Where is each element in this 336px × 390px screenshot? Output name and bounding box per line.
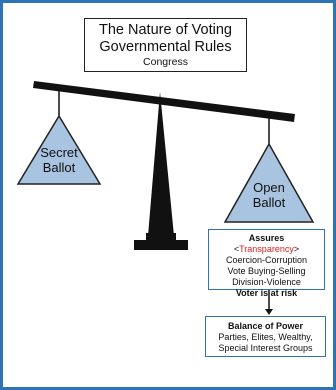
scale-base-neck <box>146 233 176 241</box>
right-pan-label: Open Ballot <box>240 180 298 210</box>
right-pan-triangle <box>223 142 315 223</box>
transparency-line: <Transparency> <box>209 244 324 255</box>
assures-item: Division-Violence <box>232 277 301 287</box>
scale-stand <box>148 92 174 236</box>
assures-heading: Assures <box>248 233 285 243</box>
assures-item: Coercion-Corruption <box>225 255 308 265</box>
scale-beam <box>33 81 295 122</box>
title-box: The Nature of Voting Governmental Rules … <box>84 18 247 72</box>
scale-base <box>134 240 188 250</box>
connector-arrowhead <box>265 309 273 315</box>
left-pan-triangle <box>16 114 102 185</box>
balance-heading: Balance of Power <box>227 321 304 331</box>
left-pan-label-line-2: Ballot <box>42 160 76 175</box>
open-bracket: < <box>233 244 240 254</box>
assures-item: Vote Buying-Selling <box>227 266 306 276</box>
balance-item: Parties, Elites, Wealthy, <box>218 332 313 342</box>
right-pan-label-line-2: Ballot <box>252 195 286 210</box>
title-line-2: Governmental Rules <box>99 39 232 55</box>
title-line-1: The Nature of Voting <box>99 22 232 38</box>
left-pan-label: Secret Ballot <box>30 145 88 175</box>
right-pan-label-line-1: Open <box>253 180 285 195</box>
balance-item: Special Interest Groups <box>218 343 313 353</box>
close-bracket: > <box>293 244 300 254</box>
balance-of-power-box: Balance of Power Parties, Elites, Wealth… <box>205 316 326 357</box>
title-subtitle: Congress <box>143 56 188 68</box>
left-pan-label-line-1: Secret <box>40 145 78 160</box>
assures-box: Assures <Transparency> Coercion-Corrupti… <box>208 229 325 298</box>
voter-risk-warning: Voter is at risk <box>235 288 298 298</box>
transparency-text: Transparency <box>239 244 294 254</box>
